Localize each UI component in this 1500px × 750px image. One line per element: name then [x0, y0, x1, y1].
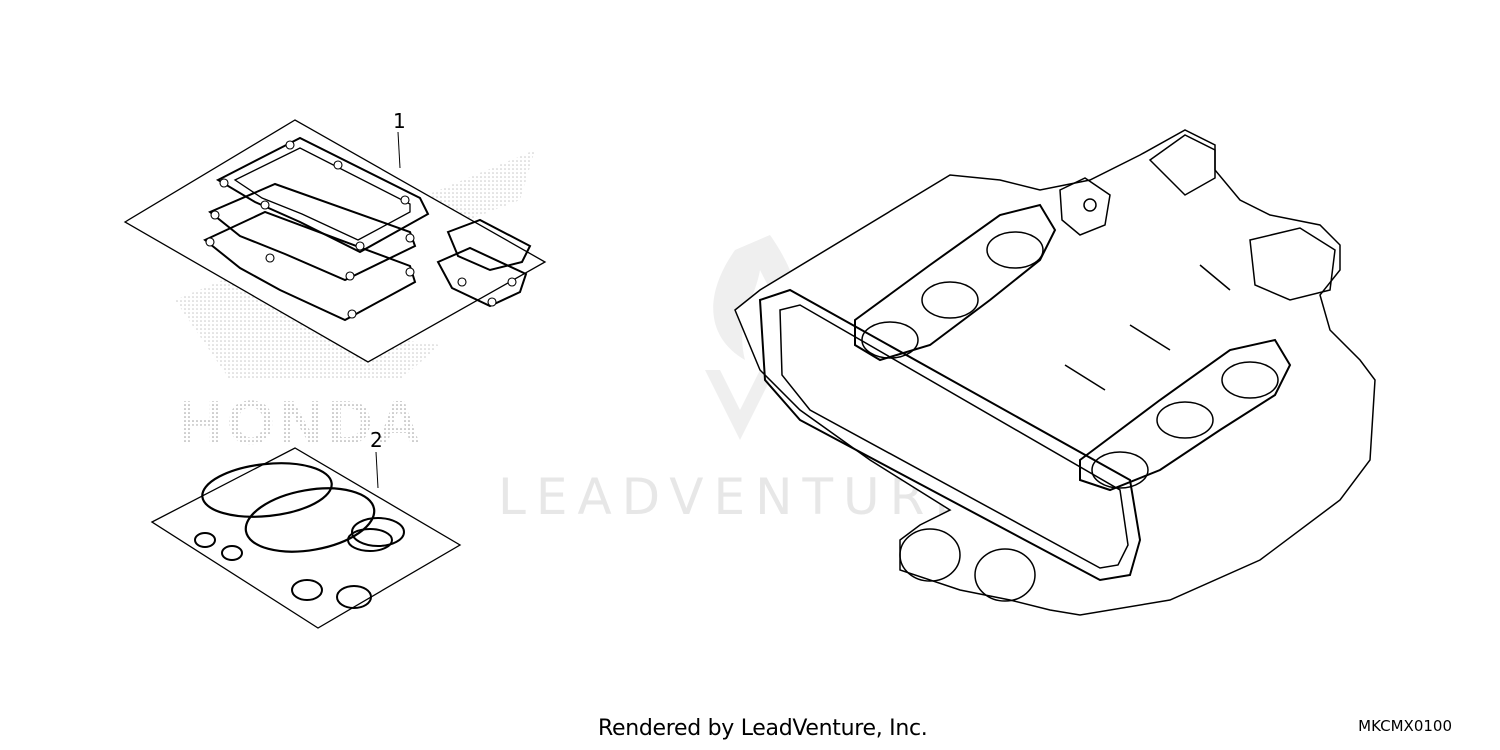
engine-outline	[734, 129, 1376, 616]
head-cover-gasket-mid	[208, 182, 417, 282]
engine-mount-boss	[1059, 177, 1111, 236]
cylinder-bore-4	[1091, 451, 1149, 489]
upper-port-1	[1148, 134, 1216, 196]
leadventure-v-logo	[705, 370, 775, 440]
rib-line-2	[1064, 364, 1106, 391]
cylinder-bore-1	[861, 321, 919, 359]
leader-line-2	[375, 451, 379, 489]
oring-large-right	[244, 487, 376, 553]
engine-block-illustration	[734, 129, 1376, 616]
oring-large-left	[201, 462, 333, 518]
leadventure-flame-logo	[713, 235, 799, 360]
mount-hole	[1083, 198, 1097, 212]
callout-1: 1	[393, 109, 406, 133]
rib-line-3	[1199, 264, 1231, 291]
gasket-sheet-1	[123, 119, 547, 363]
upper-port-2	[1249, 227, 1336, 301]
washer-small-2	[221, 545, 243, 561]
honda-brand-text: HONDA	[178, 389, 425, 458]
part-2-oring-set	[150, 447, 462, 629]
leader-line-1	[397, 131, 401, 169]
cylinder-head-gasket-front	[854, 203, 1057, 362]
oring-small-2	[336, 585, 372, 609]
gasket-bolt-holes	[205, 140, 517, 319]
small-gasket-bottom	[436, 246, 528, 308]
cylinder-bore-5	[1156, 401, 1214, 439]
cylinder-bore-3	[986, 231, 1044, 269]
leadventure-watermark-text: LEADVENTURE	[498, 468, 976, 526]
oring-small-1	[291, 579, 323, 601]
cylinder-bore-2	[921, 281, 979, 319]
part-1-gasket-set	[123, 119, 547, 363]
oring-medium	[351, 517, 405, 547]
footer-rendered-by: Rendered by LeadVenture, Inc.	[598, 716, 928, 741]
rib-line-1	[1129, 324, 1171, 351]
lower-port-1	[899, 528, 961, 582]
cylinder-head-gasket-rear	[1079, 338, 1292, 492]
crankcase-frame-inner	[779, 304, 1129, 569]
lower-port-2	[974, 548, 1036, 602]
diagram-code: MKCMX0100	[1358, 717, 1452, 735]
head-cover-gasket-lower	[203, 210, 417, 322]
leadventure-watermark: LEADVENTURE	[498, 235, 976, 526]
washer-small-1	[194, 532, 216, 548]
cylinder-bore-6	[1221, 361, 1279, 399]
head-cover-gasket-inner	[233, 147, 411, 241]
oring-medium-inner	[347, 528, 393, 552]
small-gasket-top	[446, 218, 532, 272]
gasket-sheet-2	[150, 447, 462, 629]
callout-2: 2	[370, 428, 383, 452]
